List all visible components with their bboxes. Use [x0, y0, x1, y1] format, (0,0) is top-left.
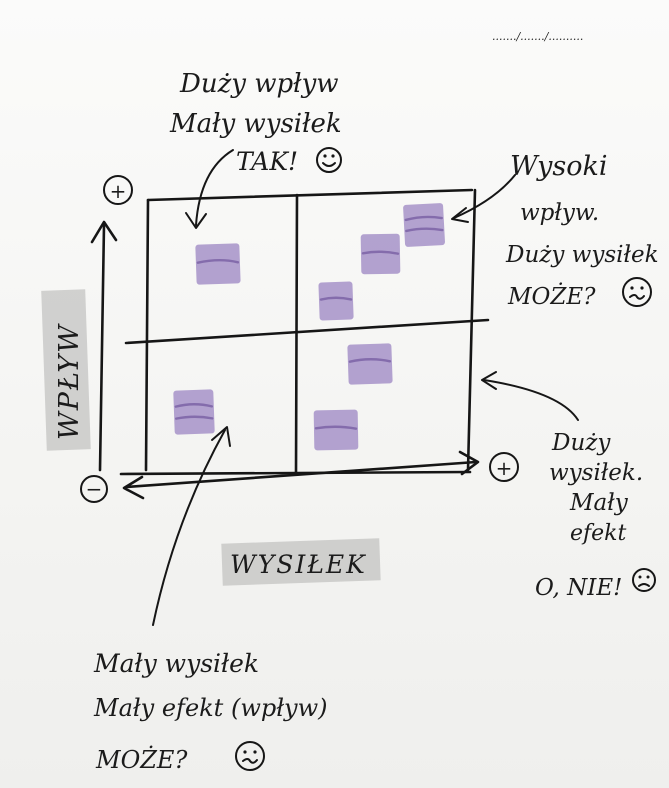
- svg-text:Mały wysiłek: Mały wysiłek: [169, 109, 342, 139]
- x-axis-arrow: [122, 450, 480, 500]
- svg-text:Mały efekt (wpływ): Mały efekt (wpływ): [93, 694, 327, 722]
- smiley-face-icon: [316, 147, 342, 173]
- svg-text:Duży: Duży: [551, 430, 611, 456]
- grid-right-line: [466, 188, 477, 472]
- grid-middle-vertical-line: [294, 193, 299, 475]
- svg-text:Duży wysiłek: Duży wysiłek: [505, 242, 659, 268]
- top-left-annotation: Duży wpływ Mały wysiłek TAK!: [169, 69, 342, 229]
- svg-text:Mały: Mały: [569, 490, 629, 516]
- svg-text:wysiłek.: wysiłek.: [549, 460, 643, 486]
- svg-text:TAK!: TAK!: [236, 147, 298, 176]
- bottom-right-pointer-arrow: [483, 379, 579, 421]
- matrix-grid: [119, 188, 490, 476]
- svg-text:+: +: [110, 179, 127, 203]
- svg-text:Mały wysiłek: Mały wysiłek: [93, 649, 259, 678]
- grid-left-line: [144, 198, 150, 472]
- grid-bottom-line: [119, 470, 472, 476]
- date-header: ......./......./..........: [492, 30, 583, 43]
- svg-text:O, NIE!: O, NIE!: [535, 575, 622, 601]
- svg-text:Wysoki: Wysoki: [510, 151, 608, 182]
- top-left-pointer-arrowhead: [185, 212, 207, 229]
- top-right-annotation: Wysoki wpływ. Duży wysiłek MOŻE?: [451, 151, 659, 310]
- bottom-right-annotation: Duży wysiłek. Mały efekt O, NIE!: [481, 371, 656, 601]
- x-axis-minus-icon: −: [80, 475, 108, 503]
- bottom-left-pointer-arrowhead: [211, 426, 231, 447]
- x-axis-label: WYSIŁEK: [230, 550, 367, 579]
- y-axis-plus-icon: +: [103, 175, 133, 205]
- top-right-pointer-arrow: [453, 174, 516, 219]
- y-axis-label: WPŁYW: [54, 323, 85, 440]
- sticky-note: [403, 203, 445, 247]
- grid-middle-horizontal-line: [124, 318, 490, 345]
- bottom-left-annotation: Mały wysiłek Mały efekt (wpływ) MOŻE?: [93, 426, 327, 774]
- svg-text:wpływ.: wpływ.: [520, 200, 599, 226]
- grid-top-line: [146, 188, 474, 202]
- bottom-left-pointer-arrow: [152, 429, 226, 626]
- sticky-note: [347, 343, 393, 385]
- sticky-note: [318, 281, 354, 321]
- svg-text:+: +: [496, 456, 513, 480]
- x-axis-plus-icon: +: [489, 452, 519, 482]
- svg-text:efekt: efekt: [570, 521, 627, 546]
- sticky-note: [313, 409, 359, 451]
- svg-text:MOŻE?: MOŻE?: [95, 745, 187, 774]
- top-right-pointer-arrowhead: [451, 207, 469, 223]
- x-label-tape: [221, 538, 381, 586]
- y-axis-arrow: [90, 220, 118, 472]
- sticky-note: [360, 233, 401, 275]
- y-label-tape: [41, 289, 91, 451]
- svg-text:−: −: [86, 477, 103, 501]
- svg-text:Duży wpływ: Duży wpływ: [179, 69, 339, 99]
- neutral-face-icon: [235, 741, 265, 771]
- sticky-note: [195, 243, 241, 285]
- bottom-right-pointer-arrowhead: [481, 371, 497, 390]
- neutral-face-icon: [622, 277, 652, 307]
- svg-text:MOŻE?: MOŻE?: [507, 283, 596, 310]
- sad-face-icon: [632, 568, 656, 592]
- sticky-note: [173, 389, 215, 435]
- top-left-pointer-arrow: [195, 149, 234, 226]
